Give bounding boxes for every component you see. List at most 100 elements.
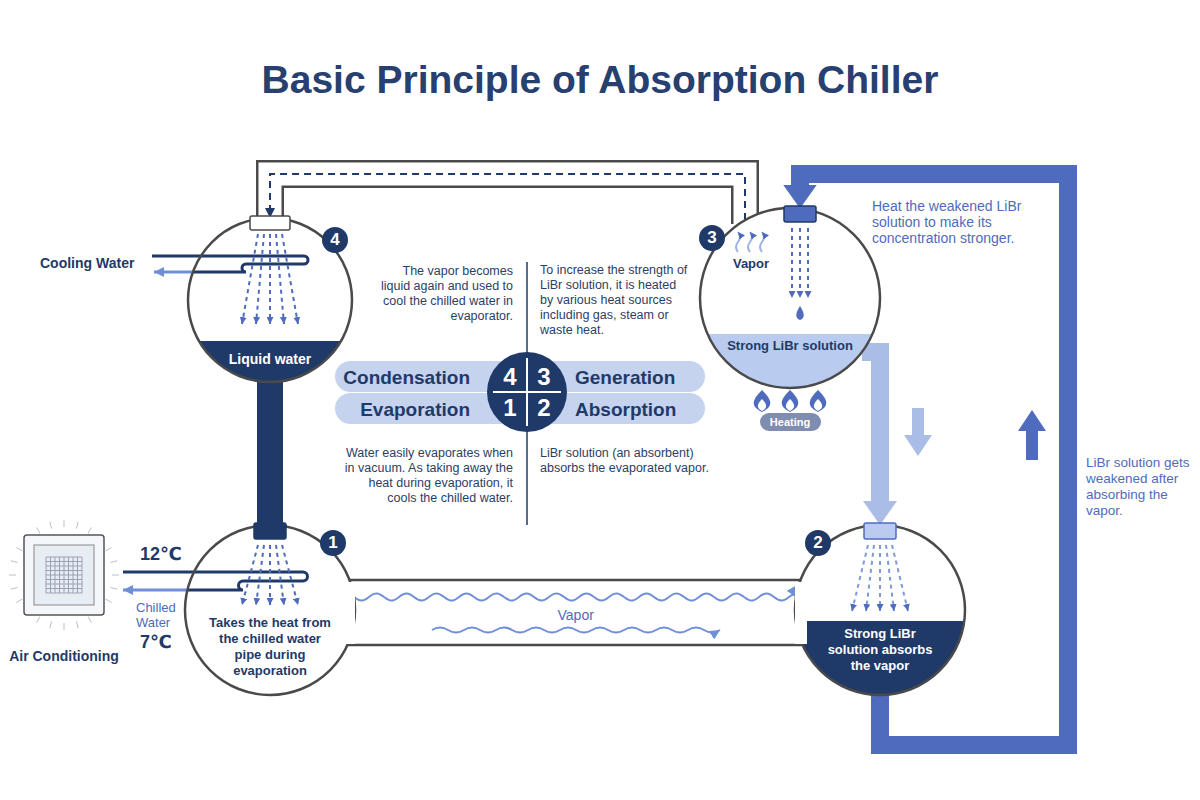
drip-line	[807, 228, 809, 298]
glow-ray	[64, 520, 65, 527]
vapor-flow-line	[270, 174, 745, 220]
vessel-shape	[698, 206, 882, 390]
callout-number: 1	[320, 530, 346, 556]
generator-vessel: VaporStrong LiBr solution	[698, 206, 882, 390]
cassette-panel	[34, 545, 94, 605]
vapor-tube-inside	[270, 174, 745, 224]
glow-ray	[50, 621, 52, 628]
temperature-label: 12℃	[140, 543, 200, 565]
glow-ray	[112, 575, 119, 576]
glow-ray	[37, 617, 41, 623]
spray-line	[892, 545, 908, 611]
temperature-label: 7℃	[140, 631, 190, 653]
burner-flames	[754, 390, 827, 412]
liquid-pipe	[257, 382, 283, 525]
step-note: To increase the strength of LiBr solutio…	[540, 263, 692, 338]
glow-ray	[50, 522, 52, 529]
nozzle	[254, 523, 286, 539]
grille-line	[46, 588, 82, 589]
chilled-water-pipe	[123, 571, 194, 574]
spray-line	[276, 545, 284, 605]
spray-line	[852, 545, 868, 611]
vessel-outline	[700, 208, 880, 388]
nozzle	[864, 523, 896, 539]
strong-solution-pipe	[862, 352, 880, 505]
grille-line	[77, 557, 78, 593]
flame	[754, 390, 771, 412]
vessel-fill	[188, 218, 352, 382]
glow-ray	[106, 599, 112, 603]
callout-number: 4	[322, 227, 348, 253]
stage-name: Absorption	[575, 398, 700, 421]
dial-shape	[487, 352, 567, 432]
spray-line	[242, 234, 258, 324]
spray-line	[269, 234, 271, 324]
spray-line	[282, 545, 298, 605]
step-note: Water easily evaporates when in vacuum. …	[340, 446, 513, 506]
grille-line	[46, 579, 82, 580]
stage-number: 4	[495, 364, 525, 390]
side-note: LiBr solution gets weakened after absorb…	[1086, 455, 1192, 519]
vessel-fill	[185, 525, 355, 695]
glow-ray	[11, 587, 18, 589]
vapor-tube-outline	[270, 174, 745, 224]
liquid	[186, 341, 354, 384]
stage-number: 1	[495, 395, 525, 421]
stage-name: Evaporation	[335, 398, 470, 421]
dial-cross	[493, 391, 561, 393]
heating-tag: Heating	[760, 413, 821, 431]
grille-line	[73, 557, 74, 593]
glow-ray	[76, 522, 78, 529]
vapor-wave	[736, 232, 740, 252]
grille-line	[46, 584, 82, 585]
stage-name: Generation	[575, 366, 700, 389]
step-note: LiBr solution (an absorbent) absorbs the…	[540, 446, 725, 476]
side-note: Heat the weakened LiBr solution to make …	[872, 198, 1054, 246]
vessel-label: Vapor	[726, 256, 776, 272]
spray-line	[866, 545, 874, 611]
glow-ray	[37, 527, 41, 533]
stage-name: Condensation	[335, 366, 470, 389]
vessel-label: Liquid water	[210, 351, 330, 368]
spray-line	[879, 545, 881, 611]
channel-opening	[795, 582, 807, 644]
stage-number: 3	[529, 364, 559, 390]
stage-number: 2	[529, 395, 559, 421]
liquid	[793, 621, 967, 697]
vessel-fill	[795, 525, 965, 695]
pipe-label: Cooling Water	[40, 255, 150, 272]
glow-ray	[88, 527, 92, 533]
spray-line	[886, 545, 894, 611]
glow-ray	[64, 623, 65, 630]
vessel-label: Strong LiBr solution	[710, 338, 870, 354]
drip-line	[791, 228, 793, 298]
dial-disc	[487, 352, 567, 432]
glow-ray	[11, 561, 18, 563]
step-note: The vapor becomes liquid again and used …	[375, 264, 513, 324]
pipe-label: Chilled Water	[136, 600, 194, 630]
vapor-channel-wall	[330, 579, 830, 582]
spray-line	[276, 234, 284, 324]
spray-line	[282, 234, 298, 324]
heating-label: Heating	[760, 414, 821, 430]
grille-line	[68, 557, 69, 593]
spray-line	[256, 234, 264, 324]
grille-line	[46, 593, 82, 594]
flame	[782, 390, 799, 412]
stage-dial: 4312	[487, 352, 567, 432]
vessel-outline	[188, 218, 352, 382]
flame	[810, 390, 827, 412]
arrow-shaft	[1026, 430, 1038, 460]
flame-core	[814, 399, 822, 411]
flame-core	[758, 399, 766, 411]
glow-ray	[110, 587, 117, 589]
vapor-wave	[760, 232, 764, 252]
glow-ray	[88, 617, 92, 623]
nozzle	[250, 216, 290, 230]
spray-line	[269, 545, 271, 605]
glow-ray	[76, 621, 78, 628]
vapor-flow-wave	[354, 593, 796, 600]
spray-line	[242, 545, 258, 605]
